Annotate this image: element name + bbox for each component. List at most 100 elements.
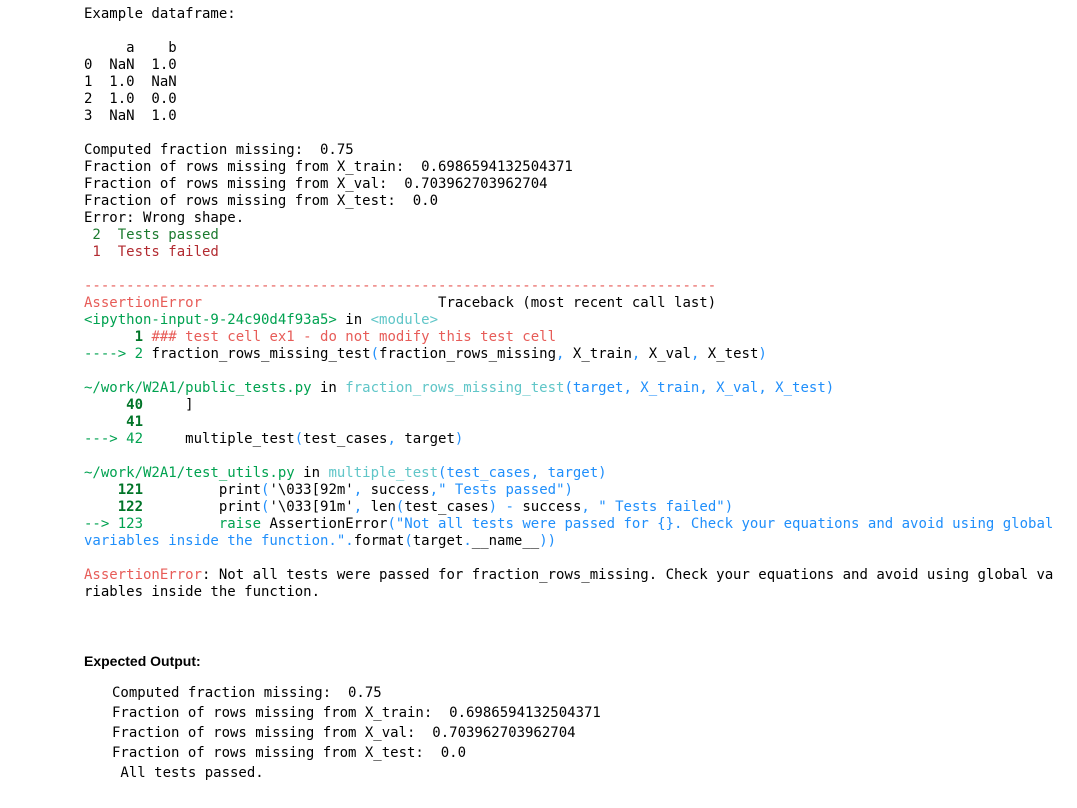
output-text: success — [370, 482, 430, 498]
output-line — [84, 261, 1053, 278]
output-line: Fraction of rows missing from X_train: 0… — [84, 159, 1053, 176]
output-text: Error: Wrong shape. — [84, 210, 245, 226]
output-text: print — [151, 499, 262, 515]
output-text: target — [412, 533, 464, 549]
output-line: ---> 42 multiple_test(test_cases, target… — [84, 431, 1053, 448]
output-text: Fraction of rows missing from X_train: 0… — [84, 159, 573, 175]
output-line: 0 NaN 1.0 — [84, 57, 1053, 74]
output-text: AssertionError — [84, 295, 203, 311]
output-text: success — [522, 499, 582, 515]
output-text: ("Not all tests were passed for {}. Chec… — [387, 516, 1054, 532]
output-text: , — [353, 499, 371, 515]
output-line: Fraction of rows missing from X_val: 0.7… — [84, 176, 1053, 193]
output-text: )) — [539, 533, 557, 549]
output-line — [84, 125, 1053, 142]
output-line: Error: Wrong shape. — [84, 210, 1053, 227]
output-text: 3 NaN 1.0 — [84, 108, 177, 124]
output-text: X_val — [648, 346, 691, 362]
output-line: AssertionError: Not all tests were passe… — [84, 567, 1053, 584]
output-text: __name__ — [471, 533, 540, 549]
output-text: 122 — [84, 499, 152, 515]
output-text: ( — [395, 499, 405, 515]
output-text: (target, X_train, X_val, X_test) — [564, 380, 835, 396]
output-text: ) — [454, 431, 464, 447]
output-text: ) — [724, 499, 734, 515]
output-text: Fraction of rows missing from X_test: 0.… — [84, 193, 439, 209]
output-line: a b — [84, 40, 1053, 57]
output-text: ( — [370, 346, 380, 362]
output-line: variables inside the function.".format(t… — [84, 533, 1053, 550]
expected-line: Fraction of rows missing from X_train: 0… — [112, 705, 601, 721]
output-line — [84, 448, 1053, 465]
output-text: variables inside the function." — [84, 533, 346, 549]
output-line: 40 ] — [84, 397, 1053, 414]
output-text: ----------------------------------------… — [84, 278, 717, 294]
output-text: multiple_test — [151, 431, 295, 447]
output-text: . — [345, 533, 354, 549]
output-text: ( — [404, 533, 413, 549]
output-text: '\033[91m' — [269, 499, 354, 515]
output-text: 1 1.0 NaN — [84, 74, 177, 90]
output-text: , — [353, 482, 371, 498]
output-text: Computed fraction missing: 0.75 — [84, 142, 354, 158]
output-line: 2 1.0 0.0 — [84, 91, 1053, 108]
output-line: Example dataframe: — [84, 6, 1053, 23]
output-text: len — [370, 499, 396, 515]
output-line — [84, 363, 1053, 380]
output-line: 1 1.0 NaN — [84, 74, 1053, 91]
output-text: ( — [261, 482, 270, 498]
output-text: print — [151, 482, 262, 498]
output-text: a b — [84, 40, 177, 56]
output-text: fraction_rows_missing_test — [345, 380, 565, 396]
output-text: target — [404, 431, 455, 447]
output-line: riables inside the function. — [84, 584, 1053, 601]
output-line: 41 — [84, 414, 1053, 431]
expected-line: All tests passed. — [112, 765, 264, 781]
output-text: Traceback (most recent call last) — [202, 295, 717, 311]
output-text: --> 123 — [84, 516, 152, 532]
output-text: format — [353, 533, 405, 549]
output-text: ] — [151, 397, 194, 413]
output-text: 1 Tests failed — [84, 244, 219, 260]
output-text: X_train — [572, 346, 632, 362]
output-line: ----> 2 fraction_rows_missing_test(fract… — [84, 346, 1053, 363]
output-text: in — [311, 380, 346, 396]
output-line — [84, 23, 1053, 40]
output-text: <module> — [370, 312, 439, 328]
output-text: ~/work/W2A1/test_utils.py — [84, 465, 295, 481]
output-text: 0 NaN 1.0 — [84, 57, 177, 73]
output-text: ----> 2 — [84, 346, 152, 362]
output-text: ~/work/W2A1/public_tests.py — [84, 380, 312, 396]
output-line: ----------------------------------------… — [84, 278, 1053, 295]
output-text: ) — [564, 482, 573, 498]
output-text: 2 1.0 0.0 — [84, 91, 177, 107]
output-text: 121 — [84, 482, 152, 498]
output-text: " Tests failed" — [598, 499, 725, 515]
output-text: 2 Tests passed — [84, 227, 219, 243]
output-line: --> 123 raise AssertionError("Not all te… — [84, 516, 1053, 533]
output-text: test_cases — [303, 431, 388, 447]
output-text: " Tests passed" — [438, 482, 565, 498]
output-text: , — [556, 346, 573, 362]
output-line: 3 NaN 1.0 — [84, 108, 1053, 125]
output-text: , — [387, 431, 405, 447]
output-line — [84, 550, 1053, 567]
output-line: 1 Tests failed — [84, 244, 1053, 261]
output-text: (test_cases, target) — [438, 465, 607, 481]
output-text: Example dataframe: — [84, 6, 236, 22]
expected-line: Fraction of rows missing from X_test: 0.… — [112, 745, 467, 761]
output-line: 121 print('\033[92m', success," Tests pa… — [84, 482, 1053, 499]
output-text: , — [581, 499, 599, 515]
output-text: AssertionError — [261, 516, 388, 532]
output-text: ) — [758, 346, 767, 362]
output-text: riables inside the function. — [84, 584, 321, 600]
expected-output-heading: Expected Output: — [84, 653, 201, 669]
output-text: 40 — [84, 397, 152, 413]
output-text: . — [463, 533, 472, 549]
output-text: fraction_rows_missing — [379, 346, 557, 362]
output-text: Fraction of rows missing from X_val: 0.7… — [84, 176, 548, 192]
output-text: X_test — [707, 346, 759, 362]
output-text: 41 — [84, 414, 152, 430]
output-text: , — [631, 346, 649, 362]
output-text: <ipython-input-9-24c90d4f93a5> — [84, 312, 337, 328]
